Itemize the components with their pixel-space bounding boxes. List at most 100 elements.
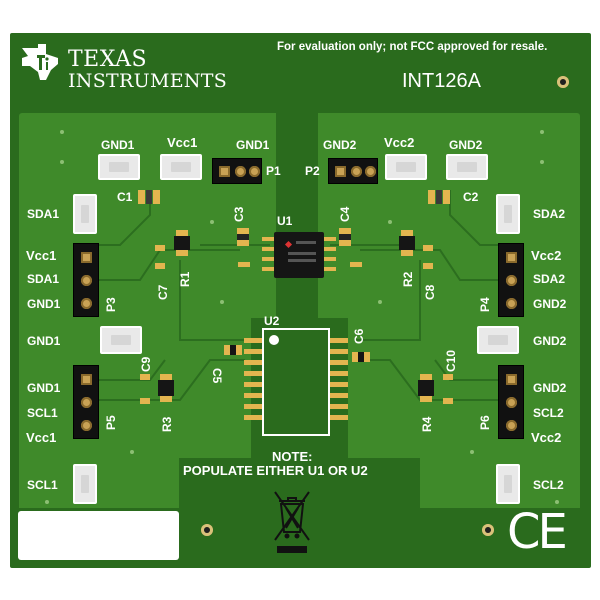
label-vcc2-p4: Vcc2: [531, 248, 562, 263]
copper-pour-right-mid: [348, 318, 420, 458]
header-p5[interactable]: [73, 365, 99, 439]
label-p3: P3: [104, 297, 118, 312]
label-scl2-p6: SCL2: [533, 406, 564, 420]
label-vcc1-top: Vcc1: [167, 135, 198, 150]
label-vcc2-top: Vcc2: [384, 135, 415, 150]
label-vcc2-p6: Vcc2: [531, 430, 562, 445]
via: [470, 450, 474, 454]
u1-pins-right: [324, 237, 336, 241]
header-p6[interactable]: [498, 365, 524, 439]
mounting-hole-bottom-left: [201, 524, 213, 536]
via: [45, 500, 49, 504]
label-gnd1-p1: GND1: [236, 138, 270, 152]
label-c5: C5: [210, 368, 224, 384]
pad-sda2: [496, 194, 520, 234]
res-r1-body: [174, 236, 190, 250]
label-sda2-p4: SDA2: [533, 272, 566, 286]
chip-u2-outline: [262, 328, 330, 436]
res-r1-pad-a: [176, 230, 188, 236]
cap-c5-body: [230, 345, 236, 355]
label-gnd2-mid: GND2: [533, 334, 567, 348]
res-r1-pad-b: [176, 250, 188, 256]
label-gnd1-mid: GND1: [27, 334, 61, 348]
label-gnd1-p3: GND1: [27, 297, 61, 311]
cap-c8-pad-b: [423, 263, 433, 269]
label-c6: C6: [352, 328, 366, 344]
label-c1: C1: [117, 190, 133, 204]
label-u2: U2: [264, 314, 280, 328]
label-scl1-p5: SCL1: [27, 406, 58, 420]
label-u1: U1: [277, 214, 293, 228]
label-gnd2-top: GND2: [449, 138, 483, 152]
label-gnd1-top: GND1: [101, 138, 135, 152]
texas-outline-icon: [22, 44, 58, 80]
label-vcc1-p5: Vcc1: [26, 430, 57, 445]
label-sda1-p3: SDA1: [27, 272, 60, 286]
note-line1: NOTE:: [272, 449, 313, 464]
pad-gnd1-mid: [100, 326, 142, 354]
brand-line1: TEXAS: [68, 47, 148, 72]
copper-pour-left-lower: [19, 318, 179, 508]
label-r2: R2: [401, 271, 415, 287]
label-r1: R1: [178, 271, 192, 287]
header-p3[interactable]: [73, 243, 99, 317]
cap-c2-pad-b: [443, 190, 450, 204]
u1-pins-left: [262, 237, 274, 241]
copper-pour-right: [318, 113, 580, 318]
label-c3: C3: [232, 206, 246, 222]
cap-c10-pad-b: [443, 398, 453, 404]
label-p2: P2: [305, 164, 320, 178]
mounting-hole-bottom-right: [482, 524, 494, 536]
u1-alt-pads-right: [350, 262, 362, 267]
cap-c5-pad-b: [236, 345, 242, 355]
label-gnd2-p2: GND2: [323, 138, 357, 152]
chip-u1: [274, 232, 324, 278]
label-p1: P1: [266, 164, 281, 178]
via: [378, 300, 382, 304]
u1-alt-pads-left: [238, 262, 250, 267]
cap-c2-pad-a: [428, 190, 435, 204]
copper-pour-left-mid: [179, 318, 251, 458]
pad-scl2: [496, 464, 520, 504]
disclaimer-text: For evaluation only; not FCC approved fo…: [277, 41, 548, 53]
res-r2-pad-b: [401, 250, 413, 256]
cap-c6-body: [358, 352, 364, 362]
pad-vcc1-top: [160, 154, 202, 180]
header-p1[interactable]: [212, 158, 262, 184]
label-sda1-pad: SDA1: [27, 207, 60, 221]
res-r2-pad-a: [401, 230, 413, 236]
cap-c3-pad-a: [237, 228, 249, 234]
label-c9: C9: [139, 356, 153, 372]
cap-c4-body: [339, 234, 351, 240]
board-id-label: INT126A: [402, 70, 481, 92]
label-c2: C2: [463, 190, 479, 204]
res-r4-pad-a: [420, 374, 432, 380]
header-p2[interactable]: [328, 158, 378, 184]
cap-c3-pad-b: [237, 240, 249, 246]
via: [388, 220, 392, 224]
cap-c9-pad-b: [140, 398, 150, 404]
via: [210, 220, 214, 224]
label-c7: C7: [156, 284, 170, 300]
mounting-hole-top-right: [557, 76, 569, 88]
pad-sda1: [73, 194, 97, 234]
via: [540, 130, 544, 134]
cap-c5-pad-a: [224, 345, 230, 355]
serial-label-area: [18, 511, 179, 560]
res-r3-pad-a: [160, 374, 172, 380]
via: [220, 300, 224, 304]
brand-line2: INSTRUMENTS: [68, 70, 228, 92]
header-p4[interactable]: [498, 243, 524, 317]
pad-vcc2-top: [385, 154, 427, 180]
cap-c10-pad-a: [443, 374, 453, 380]
cap-c7-pad-a: [155, 245, 165, 251]
cap-c2-body: [436, 190, 442, 204]
label-r4: R4: [420, 416, 434, 432]
note-line2: POPULATE EITHER U1 OR U2: [183, 463, 368, 478]
copper-pour-left: [19, 113, 276, 318]
cap-c6-pad-a: [352, 352, 358, 362]
cap-c8-pad-a: [423, 245, 433, 251]
u2-pins-right: [330, 338, 348, 343]
label-c4: C4: [338, 206, 352, 222]
label-sda2-pad: SDA2: [533, 207, 566, 221]
